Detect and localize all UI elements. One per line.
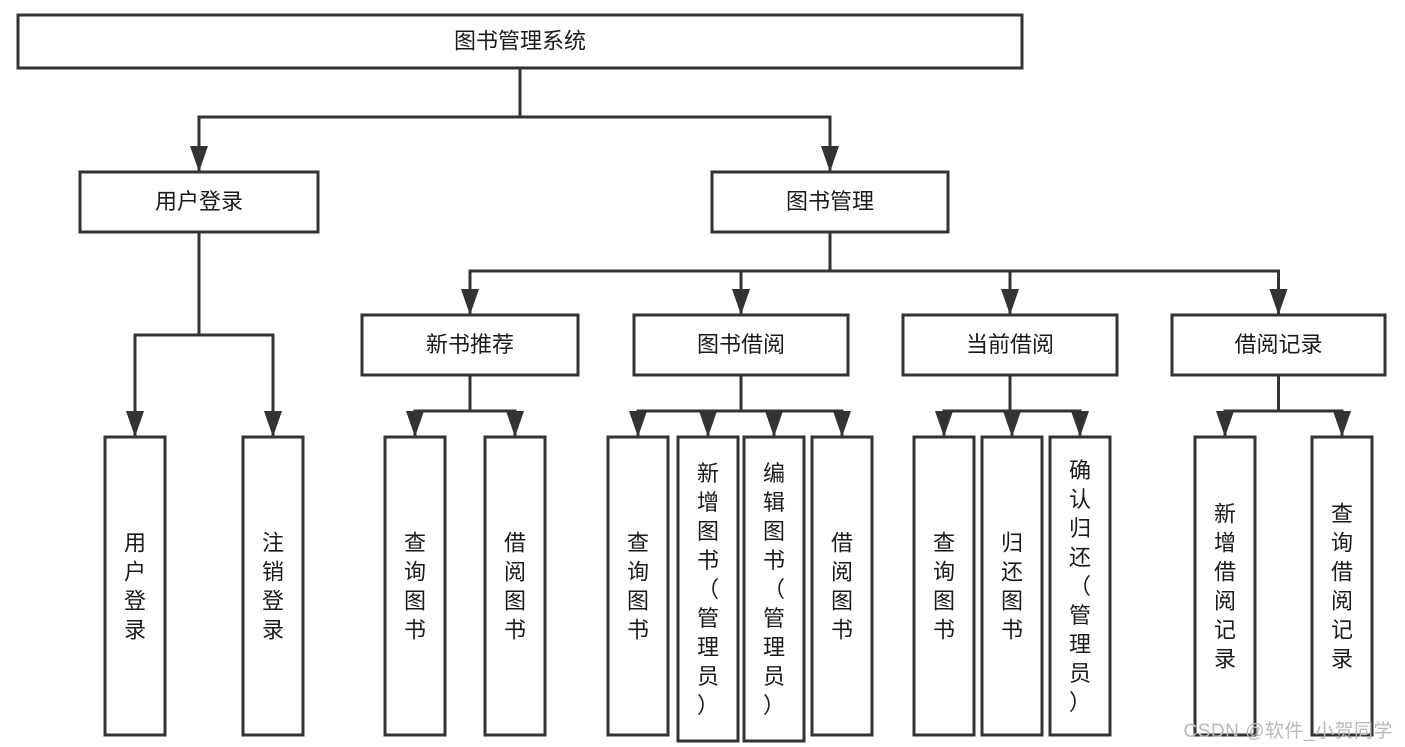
node-box-leaf-add-book-admin[interactable] bbox=[676, 435, 740, 743]
node-leaf-confirm-return-admin[interactable]: 确认归还（管理员） bbox=[1048, 435, 1112, 737]
node-book-manage[interactable]: 图书管理 bbox=[710, 170, 950, 234]
node-label-leaf-user-login: 用户登录 bbox=[124, 531, 146, 643]
edge-group-current-borrow bbox=[935, 373, 1089, 437]
node-leaf-logout[interactable]: 注销登录 bbox=[241, 435, 305, 737]
node-leaf-borrow-book-2[interactable]: 借阅图书 bbox=[810, 435, 874, 737]
node-box-root[interactable] bbox=[16, 13, 1024, 70]
csdn-watermark: CSDN @软件_小贺同学 bbox=[1183, 721, 1393, 742]
node-leaf-return-book[interactable]: 归还图书 bbox=[980, 435, 1044, 737]
node-label-leaf-add-book-admin: 新增图书（管理员） bbox=[697, 461, 719, 718]
node-label-book-manage: 图书管理 bbox=[786, 189, 874, 214]
arrow-head-e-borrow-add bbox=[699, 411, 717, 437]
arrow-head-e-current-return bbox=[1003, 411, 1021, 437]
node-label-book-borrow: 图书借阅 bbox=[697, 332, 785, 357]
node-label-user-login: 用户登录 bbox=[155, 189, 243, 214]
node-leaf-add-book-admin[interactable]: 新增图书（管理员） bbox=[676, 435, 740, 743]
edge-group-new-book-rec bbox=[406, 373, 524, 437]
node-leaf-query-book-2[interactable]: 查询图书 bbox=[606, 435, 670, 737]
arrow-head-e-bookmanage-newbook bbox=[461, 289, 479, 315]
arrow-head-e-root-bookmanage bbox=[821, 146, 839, 172]
node-leaf-borrow-book-1[interactable]: 借阅图书 bbox=[483, 435, 547, 737]
arrow-head-e-current-confirm bbox=[1071, 411, 1089, 437]
node-label-leaf-query-book-2: 查询图书 bbox=[627, 531, 649, 643]
node-label-root: 图书管理系统 bbox=[454, 28, 586, 53]
arrow-head-e-borrow-borrow bbox=[833, 411, 851, 437]
node-box-leaf-add-record[interactable] bbox=[1193, 435, 1257, 737]
arrow-head-e-userlogin-leaf1 bbox=[126, 411, 144, 437]
node-box-new-book-rec[interactable] bbox=[360, 313, 580, 377]
node-label-new-book-rec: 新书推荐 bbox=[426, 332, 514, 357]
node-box-current-borrow[interactable] bbox=[901, 313, 1119, 377]
node-user-login[interactable]: 用户登录 bbox=[78, 170, 320, 234]
node-leaf-query-book-3[interactable]: 查询图书 bbox=[912, 435, 976, 737]
node-box-borrow-record[interactable] bbox=[1170, 313, 1387, 377]
arrow-head-e-root-userlogin bbox=[190, 146, 208, 172]
edge-group-book-borrow bbox=[629, 373, 851, 437]
node-label-leaf-borrow-book-1: 借阅图书 bbox=[504, 531, 526, 643]
node-box-leaf-query-book-2[interactable] bbox=[606, 435, 670, 737]
node-box-leaf-logout[interactable] bbox=[241, 435, 305, 737]
node-label-leaf-logout: 注销登录 bbox=[262, 531, 284, 643]
node-current-borrow[interactable]: 当前借阅 bbox=[901, 313, 1119, 377]
node-box-user-login[interactable] bbox=[78, 170, 320, 234]
node-box-leaf-return-book[interactable] bbox=[980, 435, 1044, 737]
node-box-leaf-query-book-3[interactable] bbox=[912, 435, 976, 737]
arrow-head-e-current-query bbox=[935, 411, 953, 437]
node-leaf-edit-book-admin[interactable]: 编辑图书（管理员） bbox=[742, 435, 806, 743]
arrow-head-e-record-query bbox=[1333, 411, 1351, 437]
node-leaf-query-book-1[interactable]: 查询图书 bbox=[383, 435, 447, 737]
node-leaf-user-login[interactable]: 用户登录 bbox=[103, 435, 167, 737]
arrow-head-e-borrow-query bbox=[629, 411, 647, 437]
node-label-leaf-confirm-return-admin: 确认归还（管理员） bbox=[1069, 458, 1091, 715]
node-box-leaf-borrow-book-1[interactable] bbox=[483, 435, 547, 737]
node-label-leaf-borrow-book-2: 借阅图书 bbox=[831, 531, 853, 643]
arrow-head-e-bookmanage-borrow bbox=[732, 289, 750, 315]
node-box-book-manage[interactable] bbox=[710, 170, 950, 234]
arrow-head-e-bookmanage-record bbox=[1269, 289, 1288, 315]
node-root[interactable]: 图书管理系统 bbox=[16, 13, 1024, 70]
edge-group-user-login bbox=[126, 230, 282, 437]
node-leaf-add-record[interactable]: 新增借阅记录 bbox=[1193, 435, 1257, 737]
node-box-leaf-query-record[interactable] bbox=[1310, 435, 1374, 737]
arrow-head-e-bookmanage-current bbox=[1001, 289, 1019, 315]
arrow-head-e-userlogin-leaf2 bbox=[264, 411, 282, 437]
node-label-current-borrow: 当前借阅 bbox=[966, 332, 1054, 357]
node-box-leaf-query-book-1[interactable] bbox=[383, 435, 447, 737]
edges-layer bbox=[126, 66, 1351, 437]
node-leaf-query-record[interactable]: 查询借阅记录 bbox=[1310, 435, 1374, 737]
node-label-leaf-query-book-1: 查询图书 bbox=[404, 531, 426, 643]
node-box-leaf-edit-book-admin[interactable] bbox=[742, 435, 806, 743]
node-box-leaf-confirm-return-admin[interactable] bbox=[1048, 435, 1112, 737]
node-box-leaf-user-login[interactable] bbox=[103, 435, 167, 737]
node-box-book-borrow[interactable] bbox=[632, 313, 850, 377]
node-label-leaf-query-book-3: 查询图书 bbox=[933, 531, 955, 643]
edge-group-book-manage bbox=[461, 230, 1288, 315]
edge-group-borrow-record bbox=[1216, 373, 1351, 437]
node-new-book-rec[interactable]: 新书推荐 bbox=[360, 313, 580, 377]
node-box-leaf-borrow-book-2[interactable] bbox=[810, 435, 874, 737]
node-book-borrow[interactable]: 图书借阅 bbox=[632, 313, 850, 377]
node-borrow-record[interactable]: 借阅记录 bbox=[1170, 313, 1387, 377]
node-label-borrow-record: 借阅记录 bbox=[1234, 332, 1322, 357]
nodes-layer: 图书管理系统用户登录图书管理新书推荐图书借阅当前借阅借阅记录用户登录注销登录查询… bbox=[16, 13, 1387, 743]
arrow-head-e-newbook-borrow bbox=[506, 411, 524, 437]
node-label-leaf-query-record: 查询借阅记录 bbox=[1331, 502, 1353, 672]
node-label-leaf-add-record: 新增借阅记录 bbox=[1214, 502, 1236, 672]
edge-group-root bbox=[190, 66, 839, 172]
arrow-head-e-borrow-edit bbox=[765, 411, 783, 437]
arrow-head-e-newbook-query bbox=[406, 411, 424, 437]
arrow-head-e-record-add bbox=[1216, 411, 1234, 437]
node-label-leaf-edit-book-admin: 编辑图书（管理员） bbox=[763, 461, 785, 718]
node-label-leaf-return-book: 归还图书 bbox=[1001, 531, 1023, 643]
